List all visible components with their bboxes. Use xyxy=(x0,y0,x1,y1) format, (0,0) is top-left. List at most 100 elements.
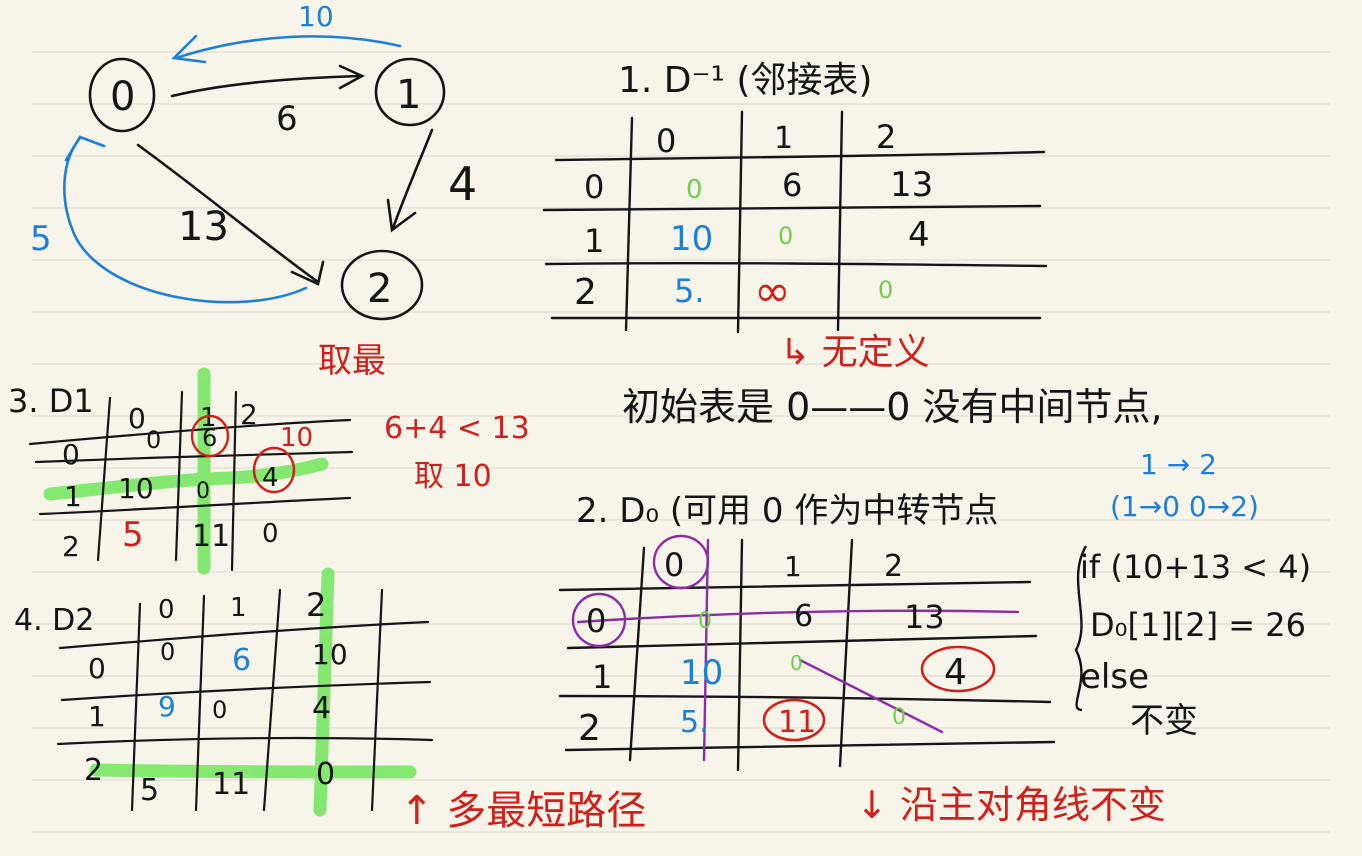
section2-cell-1-2: 4 xyxy=(944,652,967,693)
section3-row-label-1: 1 xyxy=(64,480,82,513)
edge-2-0-arrowhead xyxy=(64,135,106,162)
section1-col-header-2: 2 xyxy=(876,118,896,156)
section4-cell-2-2: 0 xyxy=(316,757,335,792)
section3-cell-2-0: 5 xyxy=(122,515,144,555)
section2-col-header-2: 2 xyxy=(884,549,903,584)
section3-cell-2-1: 11 xyxy=(192,519,230,554)
graph-blue-edges xyxy=(63,34,402,304)
edge-0-1 xyxy=(170,74,362,98)
edge-0-1-weight: 6 xyxy=(276,99,298,139)
section4-grid xyxy=(56,588,434,812)
section4-cell-2-1: 11 xyxy=(212,767,250,802)
section4-col-header-1: 1 xyxy=(230,593,247,623)
section4-cell-1-2: 4 xyxy=(312,691,331,726)
section2-col-header-1: 1 xyxy=(784,550,802,583)
section2-if-line-3: 不变 xyxy=(1130,701,1198,741)
section1-cell-2-1: ∞ xyxy=(754,266,791,317)
section1-title: 1. D⁻¹ (邻接表) xyxy=(618,60,872,101)
section1-cell-0-1: 6 xyxy=(782,166,802,204)
section2-row-label-2: 2 xyxy=(578,708,601,749)
section1-cell-0-0: 0 xyxy=(686,175,703,205)
section1-cell-2-0: 5. xyxy=(674,272,705,310)
section1-initial-note: 初始表是 0——0 没有中间节点, xyxy=(622,385,1163,429)
ruled-lines xyxy=(32,51,1330,833)
section1-cell-0-2: 13 xyxy=(890,165,933,205)
graph-node-0-label: 0 xyxy=(110,74,135,120)
section2-if-line-1: D₀[1][2] = 26 xyxy=(1090,606,1306,644)
section1-path-note2: (1→0 0→2) xyxy=(1110,490,1259,523)
graph-node-0 xyxy=(88,57,156,133)
section3-cell-0-0: 0 xyxy=(146,426,161,454)
section1-row-label-2: 2 xyxy=(574,272,597,313)
section2-cell-0-1: 6 xyxy=(794,599,813,634)
section2-row-label-1: 1 xyxy=(592,658,612,696)
section1-undefined-note: ↳ 无定义 xyxy=(780,332,930,373)
section2-col-header-0: 0 xyxy=(664,546,684,584)
section1-cell-1-1: 0 xyxy=(778,222,793,250)
section2-cell-0-2: 13 xyxy=(904,598,945,636)
edge-0-1-arrowhead xyxy=(338,64,365,90)
section1-path-note: 1 → 2 xyxy=(1140,448,1217,481)
edge-1-2 xyxy=(391,128,434,230)
edge-2-0-weight: 5 xyxy=(30,219,52,259)
section2-row-label-0: 0 xyxy=(586,602,606,640)
section4-cell-1-1: 0 xyxy=(212,696,227,724)
section3-cell-1-0: 10 xyxy=(118,472,154,505)
section3-cell-0-2: 10 xyxy=(280,423,313,453)
section2-grid xyxy=(558,538,1056,772)
section4-col-header-2: 2 xyxy=(306,586,326,624)
section3-cell-1-2: 4 xyxy=(262,463,279,493)
edge-0-2-arrowhead xyxy=(290,260,325,286)
section2-if-line-2: else xyxy=(1080,657,1149,697)
section2-diagonal-note: ↓ 沿主对角线不变 xyxy=(856,783,1166,827)
edge-1-2-arrowhead xyxy=(386,198,417,233)
section4-highlights xyxy=(89,567,417,817)
section2-cell-1-0: 10 xyxy=(680,653,723,693)
section1-cell-1-2: 4 xyxy=(908,215,930,255)
graph-node-1 xyxy=(374,57,446,127)
section3-title: 3. D1 xyxy=(8,382,94,420)
section3-note-line2: 取 10 xyxy=(414,459,492,494)
section4-title: 4. D2 xyxy=(14,603,94,638)
section4-shortest-note: ↑ 多最短路径 xyxy=(400,788,646,834)
graph-node-1-label: 1 xyxy=(396,72,421,118)
section2-if-brace xyxy=(1074,545,1088,712)
graph-node-2 xyxy=(340,249,424,321)
section2-cell-1-1: 0 xyxy=(790,651,803,675)
section1-cell-1-0: 10 xyxy=(670,219,713,259)
section2-cell-2-2: 0 xyxy=(892,705,906,730)
edge-1-0 xyxy=(174,35,402,60)
section4-cell-0-2: 10 xyxy=(312,638,348,671)
graph-node-2-label: 2 xyxy=(367,266,392,312)
section3-top-note: 取最 xyxy=(318,341,386,381)
section1-row-label-1: 1 xyxy=(584,222,604,260)
section3-note-line1: 6+4 < 13 xyxy=(384,411,530,446)
section2-if-line-0: if (10+13 < 4) xyxy=(1080,548,1311,586)
edge-1-0-arrowhead xyxy=(171,34,207,64)
section3-row-label-2: 2 xyxy=(62,530,80,563)
section3-cell-0-1-circle xyxy=(190,414,230,458)
section1-col-header-1: 1 xyxy=(774,121,793,156)
section4-row-label-0: 0 xyxy=(88,652,106,685)
section4-row-label-2: 2 xyxy=(84,753,103,788)
section4-cell-1-0: 9 xyxy=(158,690,176,723)
section1-grid xyxy=(542,110,1048,334)
section2-purple-marks xyxy=(571,534,1020,762)
section2-cell-2-1-circle xyxy=(762,698,826,742)
section3-row-label-0: 0 xyxy=(62,438,80,471)
section4-cell-0-0: 0 xyxy=(160,638,175,666)
section4-row-label-1: 1 xyxy=(88,700,106,733)
section2-cell-1-2-circle xyxy=(920,645,996,693)
graph-diagram xyxy=(88,57,446,321)
edge-0-2-weight: 13 xyxy=(178,204,229,250)
section1-row-label-0: 0 xyxy=(584,168,604,206)
section3-cell-1-2-circle xyxy=(252,446,296,494)
section1-cell-2-2: 0 xyxy=(878,276,893,304)
section3-col-header-0: 0 xyxy=(128,402,146,435)
section1-col-header-0: 0 xyxy=(656,122,676,160)
section4-col-header-0: 0 xyxy=(158,595,175,625)
section2-cell-2-0: 5. xyxy=(680,705,709,740)
section3-cell-1-1: 0 xyxy=(196,479,210,504)
section3-col-header-1: 1 xyxy=(200,403,217,433)
